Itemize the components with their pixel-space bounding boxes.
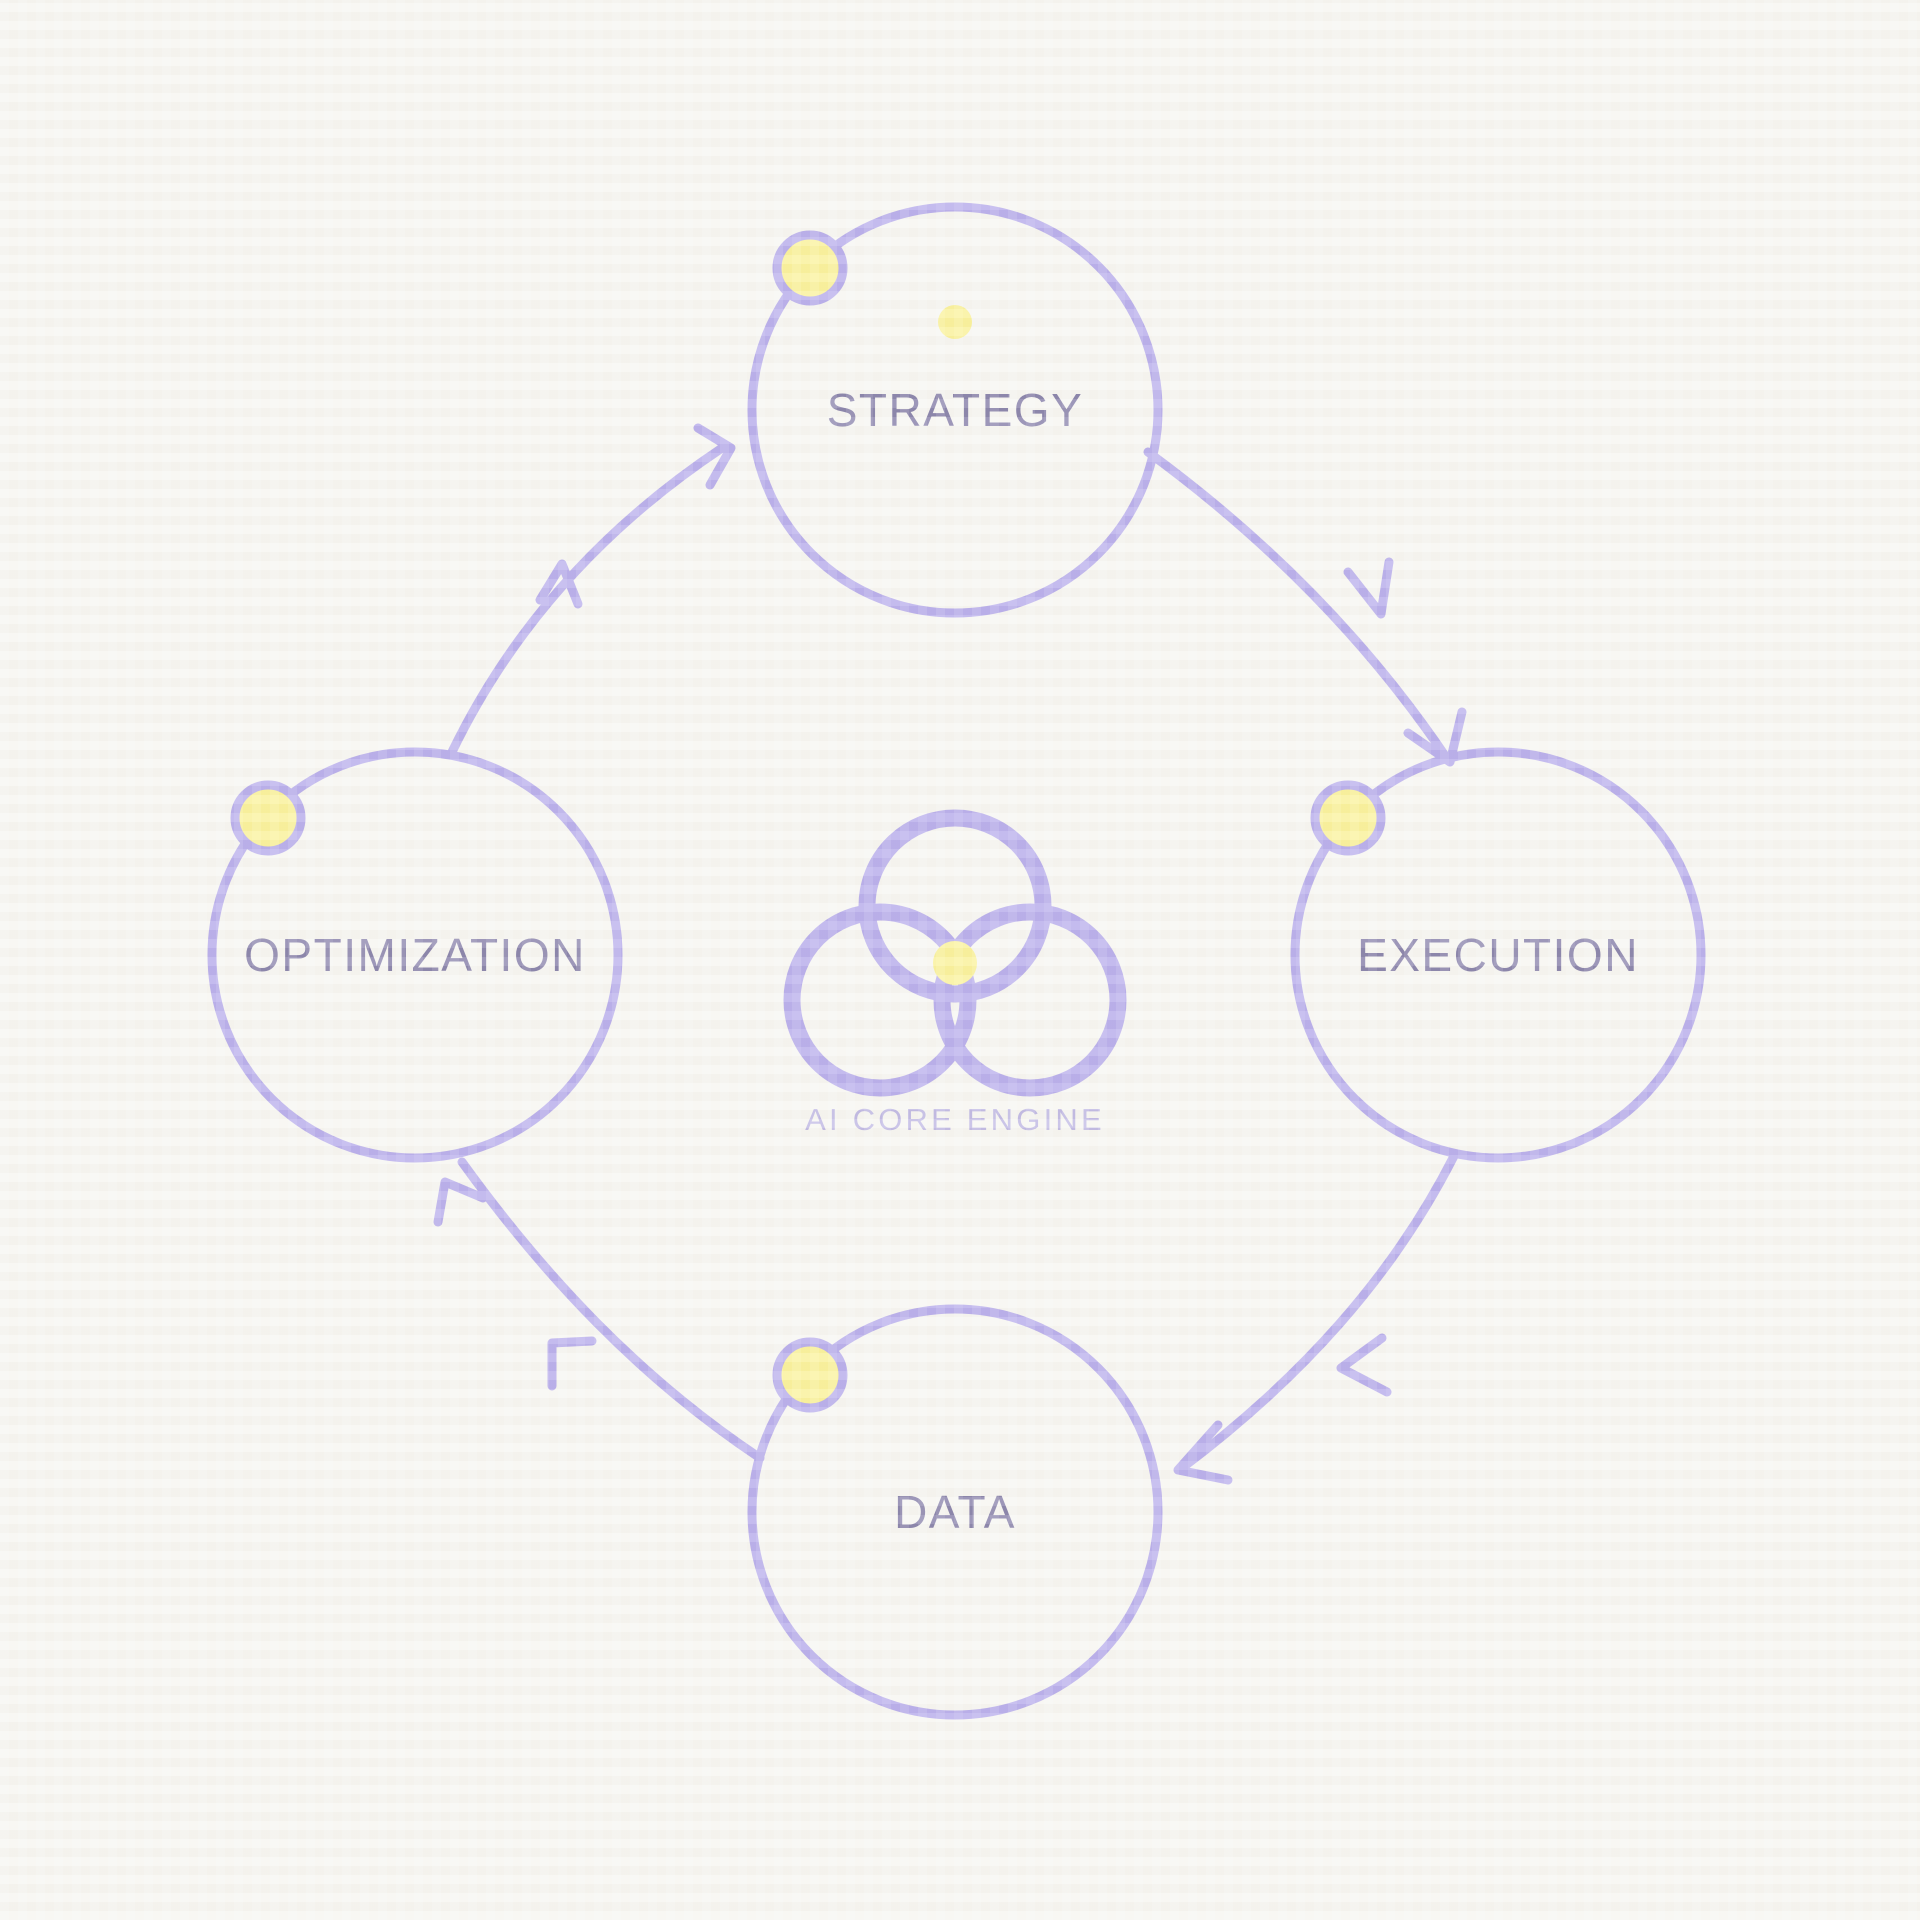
node-label-strategy: STRATEGY bbox=[827, 384, 1084, 436]
node-label-data: DATA bbox=[894, 1486, 1016, 1538]
node-circle[interactable] bbox=[207, 747, 623, 1163]
ai-core-engine-caption: AI CORE ENGINE bbox=[805, 1102, 1105, 1137]
connector-execution-to-data bbox=[1173, 1151, 1459, 1485]
node-circle[interactable] bbox=[747, 202, 1163, 618]
node-optimization[interactable]: OPTIMIZATION bbox=[207, 747, 623, 1163]
node-label-optimization: OPTIMIZATION bbox=[244, 929, 586, 981]
accent-dot-icon bbox=[772, 1337, 848, 1413]
arrowhead-icon bbox=[1173, 1420, 1233, 1485]
logo-circle-bottom-left bbox=[783, 903, 977, 1097]
arrowhead-icon bbox=[693, 423, 736, 490]
logo-circle-bottom-right bbox=[933, 903, 1127, 1097]
connectors-group bbox=[433, 423, 1467, 1485]
connector-strategy-to-execution bbox=[1143, 447, 1467, 767]
connector-data-to-optimization bbox=[433, 1157, 765, 1463]
node-execution[interactable]: EXECUTION bbox=[1290, 747, 1706, 1163]
chevron-marker-icon bbox=[1343, 557, 1394, 619]
triquetra-three-circles-icon bbox=[783, 809, 1127, 1097]
logo-center-dot-icon bbox=[933, 941, 977, 985]
node-circle[interactable] bbox=[1290, 747, 1706, 1163]
node-strategy[interactable]: STRATEGY bbox=[747, 202, 1163, 618]
accent-dot-icon bbox=[1310, 780, 1386, 856]
connector-path bbox=[447, 443, 727, 757]
arrowhead-icon bbox=[433, 1177, 488, 1227]
inner-dot-icon bbox=[938, 305, 972, 339]
node-label-execution: EXECUTION bbox=[1357, 929, 1639, 981]
connector-path bbox=[1143, 447, 1453, 765]
node-data[interactable]: DATA bbox=[747, 1304, 1163, 1720]
connector-path bbox=[1177, 1151, 1459, 1473]
ai-core-engine[interactable]: AI CORE ENGINE bbox=[783, 809, 1127, 1137]
node-circle[interactable] bbox=[747, 1304, 1163, 1720]
accent-dot-icon bbox=[772, 230, 848, 306]
chevron-marker-icon bbox=[535, 559, 583, 609]
accent-dot-icon bbox=[230, 780, 306, 856]
chevron-marker-icon bbox=[1336, 1333, 1392, 1397]
chevron-marker-icon bbox=[547, 1336, 597, 1391]
connector-path bbox=[457, 1157, 765, 1463]
connector-optimization-to-strategy bbox=[447, 423, 736, 757]
